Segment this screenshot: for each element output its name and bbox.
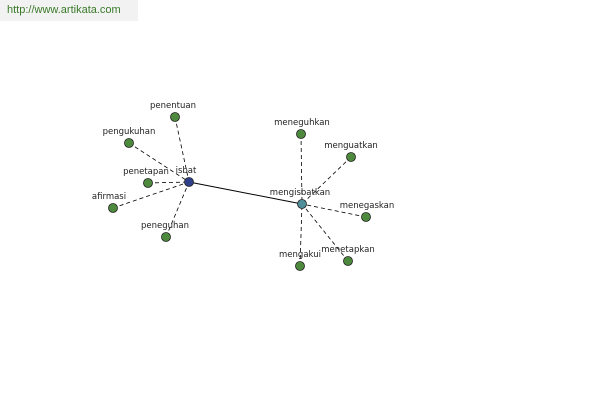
node-label-menegaskan: menegaskan	[340, 201, 395, 211]
edge-isbat-mengisbatkan	[188, 181, 303, 205]
node-penetapan[interactable]	[143, 178, 153, 188]
node-label-menguatkan: menguatkan	[324, 141, 378, 151]
nodes-layer	[108, 112, 371, 271]
node-label-penetapan: penetapan	[123, 167, 169, 177]
node-label-isbat: isbat	[176, 166, 197, 176]
edge-pengukuhan-isbat	[128, 142, 190, 183]
edges-layer	[112, 116, 367, 267]
edge-penetapan-isbat	[147, 181, 190, 184]
node-menetapkan[interactable]	[343, 256, 353, 266]
node-afirmasi[interactable]	[108, 203, 118, 213]
node-pengukuhan[interactable]	[124, 138, 134, 148]
node-penentuan[interactable]	[170, 112, 180, 122]
edge-meneguhkan-mengisbatkan	[300, 133, 303, 205]
node-label-afirmasi: afirmasi	[92, 192, 126, 202]
edge-peneguhan-isbat	[165, 181, 190, 238]
edge-menguatkan-mengisbatkan	[301, 156, 352, 205]
node-label-mengakui: mengakui	[279, 250, 321, 260]
node-label-penentuan: penentuan	[150, 101, 196, 111]
node-menegaskan[interactable]	[361, 212, 371, 222]
node-isbat[interactable]	[184, 177, 194, 187]
node-label-meneguhkan: meneguhkan	[274, 118, 330, 128]
node-peneguhan[interactable]	[161, 232, 171, 242]
node-meneguhkan[interactable]	[296, 129, 306, 139]
labels-layer: penentuan pengukuhan penetapan afirmasi pene…	[92, 101, 394, 260]
edge-afirmasi-isbat	[112, 181, 190, 209]
node-label-peneguhan: peneguhan	[141, 221, 189, 231]
edge-menegaskan-mengisbatkan	[301, 203, 367, 218]
node-label-mengisbatkan: mengisbatkan	[270, 188, 330, 198]
node-label-pengukuhan: pengukuhan	[103, 127, 156, 137]
source-url[interactable]: http://www.artikata.com	[0, 0, 138, 21]
edge-mengakui-mengisbatkan	[299, 203, 303, 267]
edge-menetapkan-mengisbatkan	[301, 203, 349, 262]
node-label-menetapkan: menetapkan	[321, 245, 374, 255]
node-mengisbatkan[interactable]	[297, 199, 307, 209]
node-menguatkan[interactable]	[346, 152, 356, 162]
node-mengakui[interactable]	[295, 261, 305, 271]
